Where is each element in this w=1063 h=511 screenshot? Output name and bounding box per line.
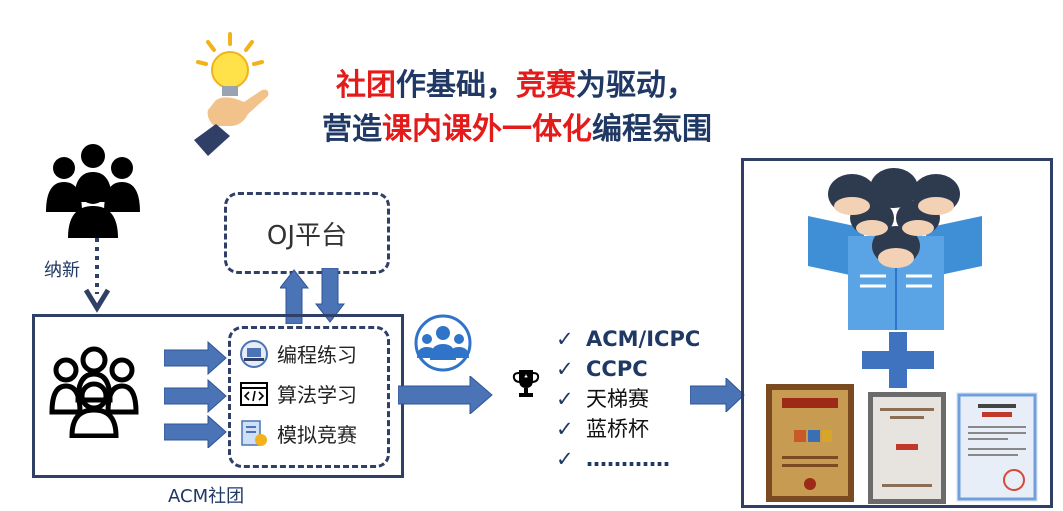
trophy-icon — [512, 370, 540, 397]
check-icon: ✓ — [556, 417, 574, 441]
headline-line-1: 社团作基础，竞赛为驱动， — [336, 60, 696, 104]
club-to-contests-arrow — [398, 376, 493, 414]
award-certificate-image — [868, 392, 946, 504]
students-reading-icon — [808, 168, 982, 330]
oj-exchange-arrows — [280, 268, 346, 324]
certificate-icon — [241, 419, 267, 446]
contest-label: CCPC — [586, 357, 648, 381]
activity-label: 算法学习 — [277, 383, 357, 407]
club-label: ACM社团 — [168, 486, 245, 507]
club-to-activities-arrows — [164, 340, 227, 448]
headline-segment: 营造 — [322, 112, 382, 147]
people-group-icon — [46, 144, 140, 238]
activities-box: 编程练习 算法学习 模拟竞赛 — [228, 326, 390, 468]
activity-label: 模拟竞赛 — [277, 423, 357, 447]
headline-segment: 为驱动， — [576, 68, 696, 103]
contest-item: ✓ CCPC — [556, 354, 700, 384]
contest-label: 蓝桥杯 — [586, 417, 649, 441]
activity-label: 编程练习 — [277, 343, 357, 367]
lanqiao-certificate-image — [956, 392, 1038, 502]
contest-label: 天梯赛 — [586, 387, 649, 411]
headline-segment: 编程氛围 — [592, 112, 712, 147]
headline-segment: 竞赛 — [516, 68, 576, 103]
recruit-label: 纳新 — [44, 260, 80, 281]
contest-item: ✓ ………… — [556, 444, 700, 474]
oj-platform-box: OJ平台 — [224, 192, 390, 274]
check-icon: ✓ — [556, 357, 574, 381]
contest-label: ACM/ICPC — [586, 327, 701, 351]
laptop-icon — [240, 339, 268, 368]
activity-item: 模拟竞赛 — [239, 419, 357, 448]
club-members-icon — [49, 346, 139, 438]
lightbulb-hand-icon — [194, 32, 269, 156]
recruit-dotted-arrow — [84, 238, 110, 313]
team-icon — [414, 314, 472, 372]
contests-to-results-arrow — [690, 378, 745, 412]
contest-item: ✓ 蓝桥杯 — [556, 414, 700, 444]
headline-segment: 课内课外一体化 — [382, 112, 592, 147]
headline-segment: 社团 — [336, 68, 396, 103]
activity-item: 算法学习 — [239, 379, 357, 408]
check-icon: ✓ — [556, 387, 574, 411]
activity-item: 编程练习 — [239, 339, 357, 368]
contest-label: ………… — [586, 447, 670, 471]
contest-item: ✓ ACM/ICPC — [556, 324, 700, 354]
headline-line-2: 营造课内课外一体化编程氛围 — [322, 104, 712, 148]
contest-list: ✓ ACM/ICPC ✓ CCPC ✓ 天梯赛 ✓ 蓝桥杯 ✓ ………… — [556, 324, 700, 474]
results-box — [741, 158, 1053, 508]
oj-platform-label: OJ平台 — [266, 220, 348, 251]
contest-item: ✓ 天梯赛 — [556, 384, 700, 414]
code-window-icon — [240, 381, 268, 406]
headline-segment: 作基础， — [396, 68, 516, 103]
award-plaque-image — [766, 384, 854, 502]
check-icon: ✓ — [556, 327, 574, 351]
check-icon: ✓ — [556, 447, 574, 471]
plus-icon — [862, 332, 934, 388]
